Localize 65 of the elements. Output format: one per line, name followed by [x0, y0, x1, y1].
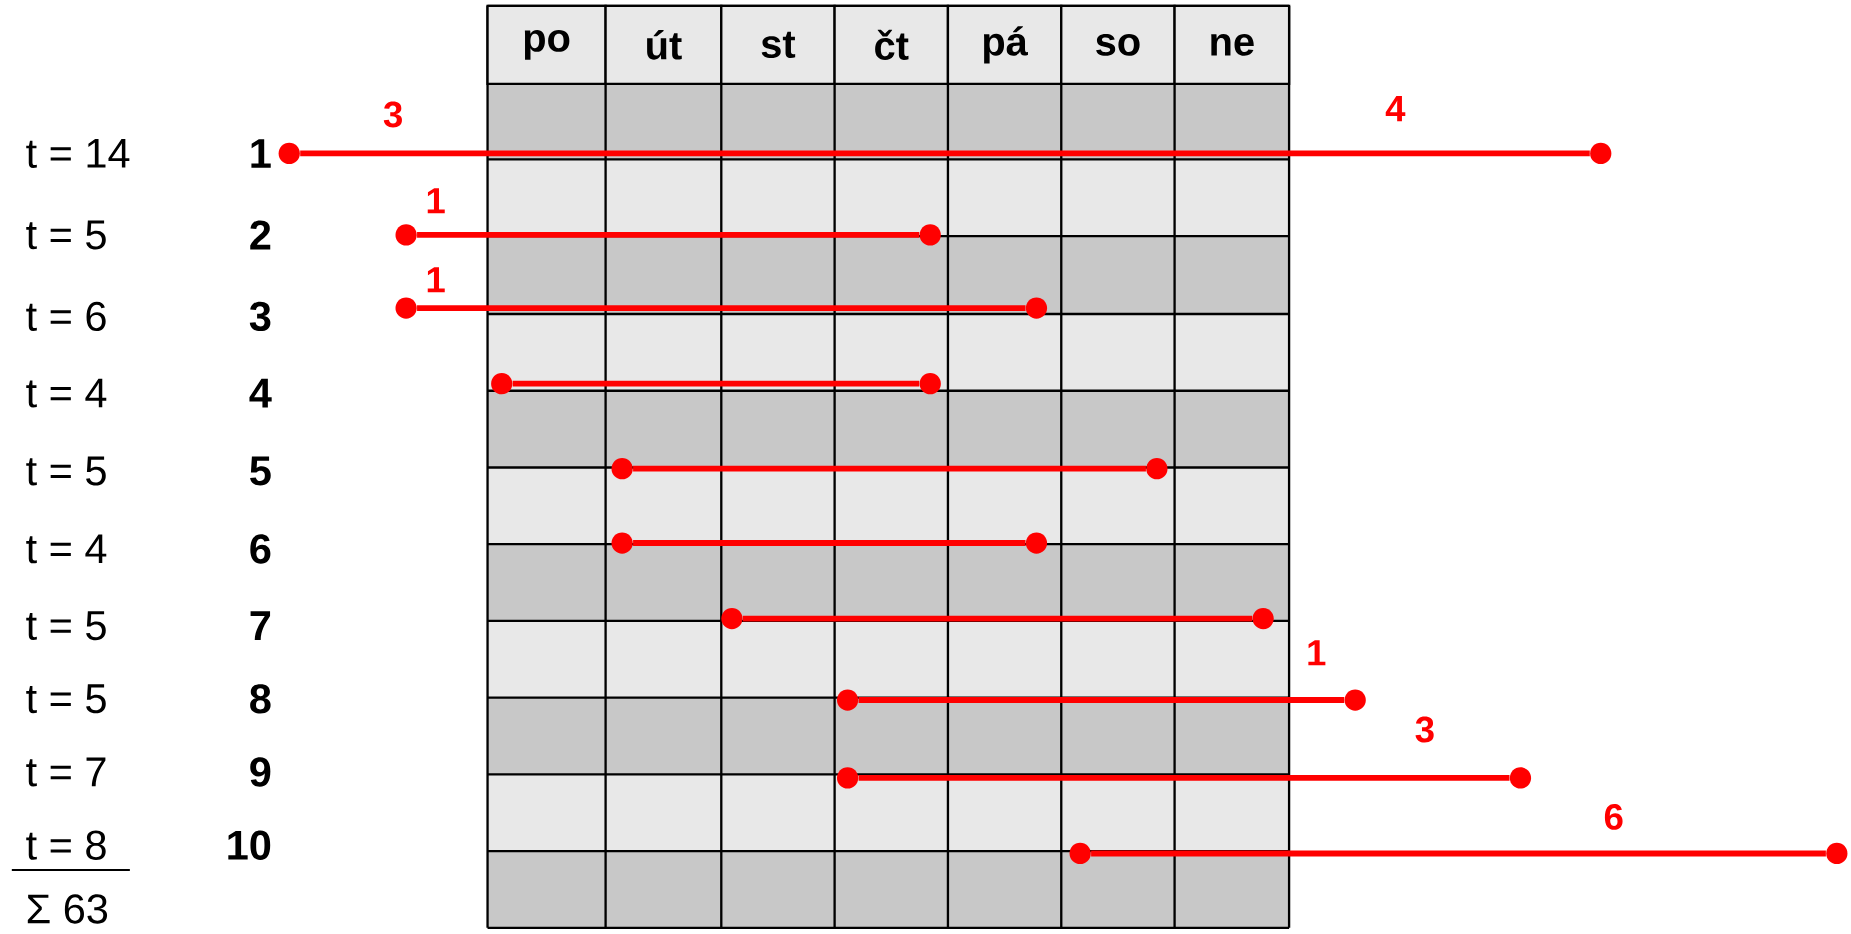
- end-dot: [919, 224, 941, 246]
- day-header: ne: [1173, 4, 1291, 86]
- end-dot: [1252, 608, 1274, 630]
- end-dot: [491, 373, 513, 395]
- end-dot: [395, 224, 417, 246]
- duration-label: t = 4: [26, 378, 107, 408]
- overflow-number: 4: [1385, 96, 1406, 122]
- day-header: pá: [946, 4, 1063, 86]
- day-header: čt: [833, 4, 950, 86]
- duration-label: t = 4: [26, 534, 107, 564]
- overflow-number: 1: [427, 267, 445, 293]
- duration-label: t = 5: [26, 611, 106, 641]
- duration-label: t = 5: [26, 684, 106, 714]
- row-number: 1: [251, 139, 271, 168]
- interval-line: [742, 615, 1253, 622]
- interval-line: [858, 775, 1510, 781]
- row-number: 6: [250, 534, 271, 564]
- end-dot: [611, 458, 633, 480]
- end-dot: [836, 689, 859, 711]
- overflow-number: 3: [1415, 716, 1434, 743]
- row-number: 4: [249, 378, 272, 408]
- end-dot: [836, 767, 859, 789]
- duration-label: t = 6: [26, 301, 106, 332]
- end-dot: [278, 142, 300, 165]
- end-dot: [1146, 458, 1168, 480]
- interval-line: [417, 305, 1026, 312]
- interval-line: [633, 540, 1026, 547]
- interval-line: [858, 697, 1345, 704]
- sum-label: Σ 63: [27, 894, 108, 924]
- day-header: po: [486, 4, 607, 86]
- end-dot: [611, 532, 633, 554]
- day-header: st: [720, 4, 836, 86]
- end-dot: [1509, 767, 1532, 789]
- end-dot: [721, 608, 743, 630]
- interval-line: [300, 150, 1590, 157]
- end-dot: [1590, 142, 1612, 165]
- row-number: 7: [250, 611, 271, 641]
- duration-label: t = 5: [26, 456, 106, 486]
- duration-label: t = 5: [26, 220, 106, 250]
- row-number: 10: [228, 830, 271, 861]
- overflow-number: 6: [1604, 804, 1623, 830]
- overflow-number: 3: [383, 101, 402, 128]
- row-number: 5: [250, 456, 271, 486]
- row-number: 8: [250, 684, 271, 714]
- day-header: út: [604, 4, 723, 86]
- interval-line: [512, 380, 920, 387]
- row-number: 2: [250, 220, 271, 250]
- end-dot: [1069, 843, 1091, 865]
- end-dot: [1025, 532, 1048, 554]
- end-dot: [1025, 297, 1048, 319]
- interval-line: [633, 465, 1146, 472]
- end-dot: [1826, 843, 1848, 865]
- duration-label: t = 14: [26, 139, 130, 168]
- row-number: 9: [250, 757, 271, 787]
- interval-line: [1091, 850, 1826, 857]
- overflow-number: 1: [1308, 640, 1326, 666]
- duration-label: t = 7: [26, 757, 106, 787]
- day-header: so: [1060, 4, 1176, 86]
- interval-line: [417, 232, 920, 238]
- duration-label: t = 8: [26, 830, 106, 861]
- end-dot: [395, 297, 417, 319]
- end-dot: [919, 373, 941, 395]
- end-dot: [1344, 689, 1366, 711]
- row-number: 3: [249, 301, 271, 332]
- overflow-number: 1: [427, 188, 445, 214]
